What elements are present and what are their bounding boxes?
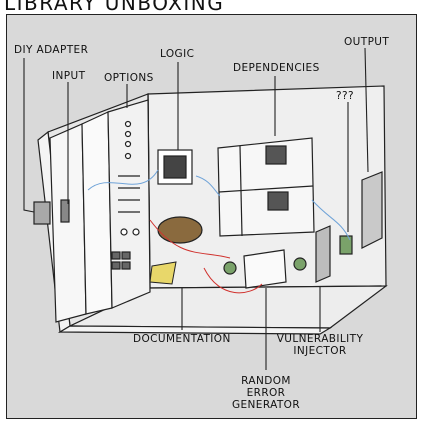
label-random-error-generator: RANDOM ERROR GENERATOR: [228, 375, 304, 411]
options-rack: [81, 99, 151, 315]
logic-blob: [157, 216, 203, 244]
label-vulnerability-line1: VULNERABILITY: [276, 333, 364, 345]
comic-title: LIBRARY UNBOXING: [4, 0, 225, 15]
dependencies-cabinet: [217, 137, 315, 237]
output-port: [339, 171, 383, 255]
label-documentation: DOCUMENTATION: [133, 333, 231, 345]
label-options: OPTIONS: [104, 72, 154, 84]
diy-adapter: [33, 201, 51, 225]
label-logic: LOGIC: [160, 48, 195, 60]
vulnerability-injector: [315, 225, 331, 283]
label-diy-adapter: DIY ADAPTER: [14, 44, 89, 56]
label-vulnerability-injector: VULNERABILITY INJECTOR: [276, 333, 364, 357]
label-output: OUTPUT: [344, 36, 390, 48]
leader-lines: [23, 47, 369, 370]
wires: [87, 169, 351, 294]
random-error-generator: [223, 249, 307, 289]
label-random-line3: GENERATOR: [231, 399, 301, 411]
logic-chip: [157, 149, 193, 185]
label-random-line2: ERROR: [246, 387, 286, 399]
label-random-line1: RANDOM: [241, 375, 291, 387]
label-vulnerability-line2: INJECTOR: [293, 345, 347, 357]
label-unknown: ???: [336, 90, 354, 102]
documentation-booklet: [149, 261, 177, 285]
label-dependencies: DEPENDENCIES: [233, 62, 320, 74]
label-input: INPUT: [52, 70, 86, 82]
